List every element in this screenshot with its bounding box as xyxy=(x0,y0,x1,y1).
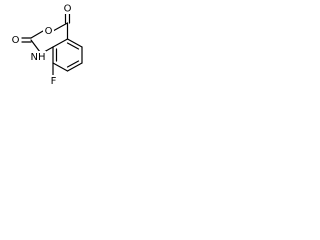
atom-nh: NH xyxy=(31,52,46,63)
bond-aromatic-inner-3 xyxy=(66,60,80,68)
atom-o-carbonyl-top: O xyxy=(64,4,72,15)
bond-aromatic-inner-1 xyxy=(66,42,80,50)
bond-c4a-c8a xyxy=(52,38,69,48)
atom-o-ring: O xyxy=(45,26,53,37)
bond-c4-o3 xyxy=(52,22,69,32)
bond-c2-n1 xyxy=(30,39,41,53)
atom-o-carbonyl-left: O xyxy=(12,35,20,46)
chemical-structure: O O O NH F xyxy=(10,3,83,87)
bond-c7-c6 xyxy=(66,62,83,72)
atom-f: F xyxy=(51,76,57,87)
bond-c8-c7 xyxy=(52,62,69,72)
bond-o3-c2 xyxy=(30,30,44,39)
bond-c5-c4a xyxy=(66,38,83,48)
bond-layer xyxy=(21,10,83,76)
atom-layer: O O O NH F xyxy=(10,3,73,87)
